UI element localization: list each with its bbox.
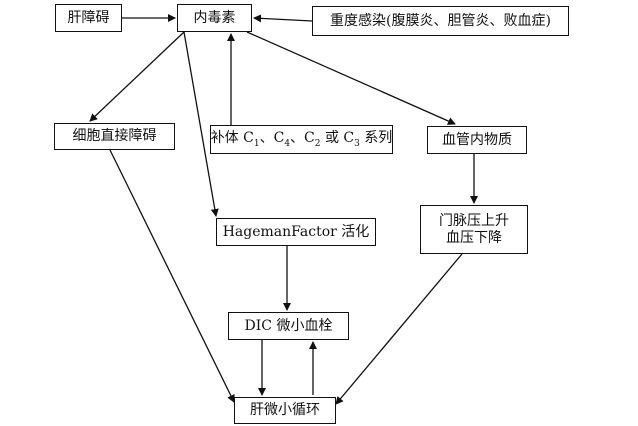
node-cell-direct-damage: 细胞直接障碍: [54, 123, 175, 150]
node-liver-disorder-label: 肝障碍: [67, 9, 110, 26]
edge-endotoxin-to-cell: [89, 31, 185, 122]
node-endotoxin: 内毒素: [177, 4, 252, 32]
node-endotoxin-label: 内毒素: [193, 9, 236, 26]
edge-portal-to-livermicro: [335, 253, 463, 405]
node-cell-direct-damage-label: 细胞直接障碍: [72, 128, 157, 145]
node-portal-pressure-line2: 血压下降: [446, 229, 502, 246]
node-dic: DIC 微小血栓: [228, 312, 349, 340]
node-liver-disorder: 肝障碍: [55, 4, 122, 32]
node-portal-pressure: 门脉压上升 血压下降: [420, 205, 528, 254]
node-hageman-label: HagemanFactor 活化: [222, 223, 370, 240]
node-complement-label: 补体 C1、C4、C2 或 C3 系列: [210, 129, 393, 149]
node-vascular-substance: 血管内物质: [427, 126, 527, 154]
node-complement: 补体 C1、C4、C2 或 C3 系列: [210, 125, 393, 154]
node-severe-infection-label: 重度感染(腹膜炎、胆管炎、败血症): [330, 12, 551, 29]
node-vascular-substance-label: 血管内物质: [442, 131, 512, 148]
node-severe-infection: 重度感染(腹膜炎、胆管炎、败血症): [312, 6, 569, 36]
node-liver-micro: 肝微小循环: [234, 397, 336, 424]
edge-cell-to-livermicro: [109, 149, 235, 403]
edge-endotoxin-to-hageman: [183, 31, 219, 217]
node-hageman: HagemanFactor 活化: [216, 218, 376, 246]
node-liver-micro-label: 肝微小循环: [250, 402, 320, 419]
edge-endotoxin-to-vascular: [246, 31, 456, 125]
node-dic-label: DIC 微小血栓: [244, 317, 333, 334]
node-portal-pressure-line1: 门脉压上升: [439, 212, 509, 229]
edge-infection-to-endotoxin: [253, 14, 313, 23]
